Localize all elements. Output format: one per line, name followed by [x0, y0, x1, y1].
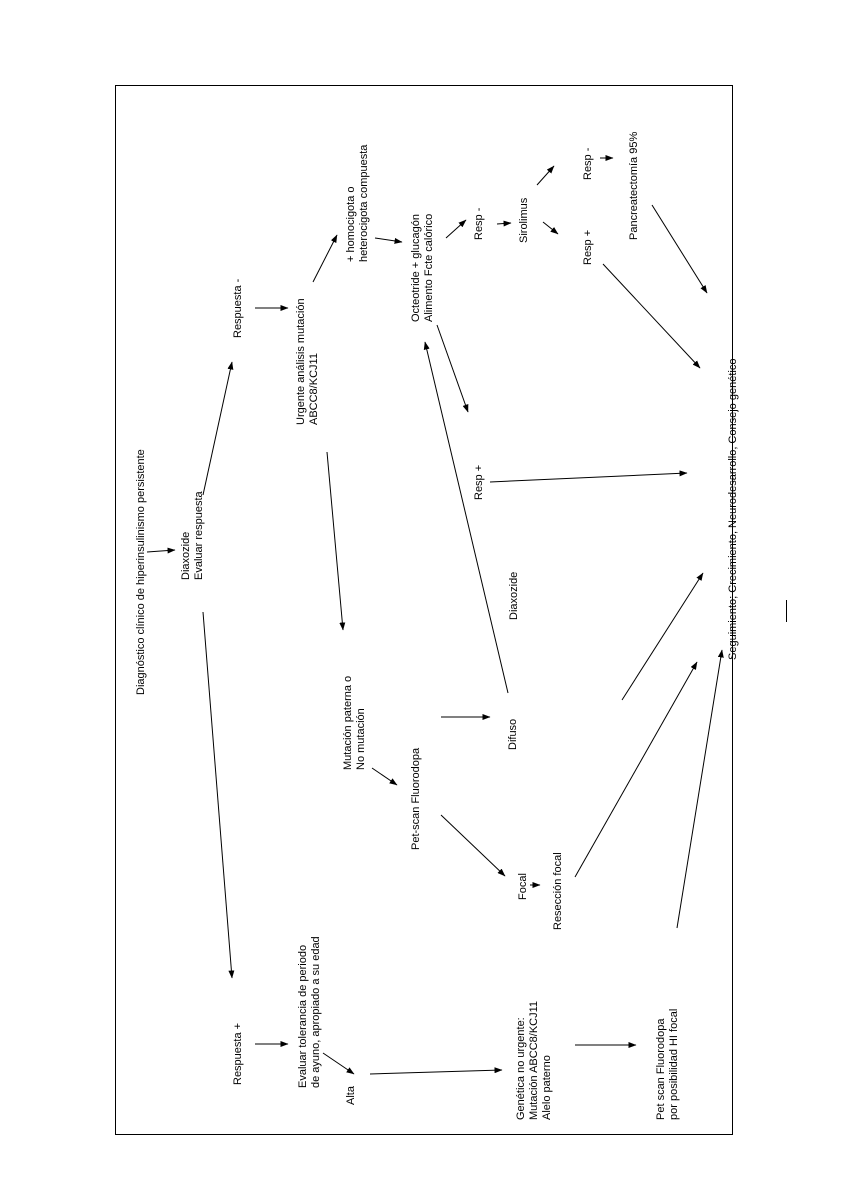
node-respuesta-neg: Respuesta -: [232, 279, 245, 338]
arrow-difuso-to-octeotride: [423, 341, 509, 694]
node-diagnostico: Diagnóstico clínico de hiperinsulinismo …: [135, 449, 148, 695]
arrow-evaluar-tolerancia-to-alta: [322, 1052, 355, 1075]
node-respuesta-neg-line: Respuesta -: [232, 278, 244, 338]
node-pet-scan-posibilidad-line: por posibilidad HI focal: [668, 1008, 680, 1120]
node-diagnostico-line: Diagnóstico clínico de hiperinsulinismo …: [135, 449, 147, 695]
arrow-pancreatectomia-to-seguimiento: [651, 204, 708, 294]
node-genetica-no-urgente: Genética no urgente:Mutación ABCC8/KCJ11…: [515, 1001, 554, 1120]
arrow-homocigota-to-octeotride: [374, 237, 403, 244]
node-evaluar-tolerancia-line: Evaluar tolerancia de periodo: [297, 944, 309, 1088]
node-genetica-no-urgente-line: Alelo paterno: [541, 1055, 553, 1120]
node-diaxozide-2: Diaxozide: [508, 572, 521, 620]
node-resp-pos-2-line: Resp +: [473, 464, 485, 500]
node-respuesta-pos: Respuesta +: [232, 1023, 245, 1085]
node-alta-line: Alta: [345, 1086, 357, 1105]
node-pet-scan-line: Pet-scan Fluorodopa: [410, 747, 422, 850]
node-pet-scan-posibilidad-line: Pet scan Fluorodopa: [655, 1018, 667, 1120]
node-diaxozide-2-line: Diaxozide: [508, 571, 520, 620]
node-sirolimus: Sirolimus: [518, 198, 531, 243]
node-resp-pos-1: Resp +: [582, 230, 595, 265]
node-resp-neg-1-line: Resp -: [473, 207, 485, 240]
node-genetica-no-urgente-line: Genética no urgente:: [515, 1017, 527, 1120]
node-diaxozide-eval-line: Diaxozide: [180, 531, 192, 580]
arrow-sirolimus-to-resp-pos-1: [542, 221, 559, 235]
node-diaxozide-eval-line: Evaluar respuesta: [193, 491, 205, 580]
node-resp-neg-2-line: Resp -: [582, 147, 594, 180]
node-seguimiento: Seguimiento; Crecimiento, Neurodesarroll…: [727, 359, 740, 660]
arrow-pet-scan-posibilidad-to-seguimiento: [676, 649, 724, 929]
node-reseccion-focal-line: Resección focal: [552, 852, 564, 930]
node-pancreatectomia-line: Pancreatectomía 95%: [628, 131, 640, 240]
page-number-mark: [786, 600, 787, 622]
arrow-urgente-analisis-to-homocigota: [312, 234, 338, 283]
node-difuso-line: Difuso: [507, 718, 519, 750]
node-evaluar-tolerancia-line: de ayuno, apropiado a su edad: [310, 936, 322, 1088]
arrow-pet-scan-to-focal: [440, 814, 506, 877]
edge-layer: [146, 155, 724, 1075]
arrow-difuso-to-seguimiento: [621, 572, 704, 701]
arrow-diagnostico-to-diaxozide-eval: [146, 547, 176, 554]
arrow-urgente-analisis-to-mutacion-paterna: [326, 451, 346, 631]
arrow-resp-pos-2-to-seguimiento: [489, 470, 688, 483]
node-urgente-analisis-line: Urgente análisis mutación: [295, 298, 307, 425]
arrow-resp-neg-1-to-sirolimus: [496, 220, 512, 227]
node-resp-pos-1-line: Resp +: [582, 229, 594, 265]
arrow-sirolimus-to-resp-neg-2: [536, 165, 555, 186]
node-mutacion-paterna-line: No mutación: [355, 708, 367, 770]
node-difuso: Difuso: [507, 719, 520, 750]
node-respuesta-pos-line: Respuesta +: [232, 1022, 244, 1085]
node-reseccion-focal: Resección focal: [552, 852, 565, 930]
node-mutacion-paterna-line: Mutación paterna o: [342, 675, 354, 770]
arrow-mutacion-paterna-to-pet-scan: [371, 767, 398, 786]
arrow-diaxozide-eval-to-respuesta-pos: [202, 611, 235, 979]
arrow-octeotride-to-resp-neg-1: [445, 219, 467, 239]
arrow-alta-to-genetica-no-urgente: [369, 1067, 503, 1075]
node-octeotride-line: Alimento Fcte calórico: [423, 213, 435, 322]
node-pet-scan: Pet-scan Fluorodopa: [410, 748, 423, 850]
node-genetica-no-urgente-line: Mutación ABCC8/KCJ11: [528, 1000, 540, 1120]
arrow-resp-pos-1-to-seguimiento: [602, 263, 701, 369]
node-urgente-analisis-line: ABCC8/KCJ11: [308, 353, 320, 425]
arrow-octeotride-to-resp-pos-2: [436, 324, 469, 413]
node-sirolimus-line: Sirolimus: [518, 197, 530, 243]
arrow-diaxozide-eval-to-respuesta-neg: [202, 361, 234, 496]
node-resp-neg-1: Resp -: [473, 208, 486, 240]
node-focal: Focal: [517, 873, 530, 900]
node-homocigota-line: + homocigota o: [345, 186, 357, 262]
node-homocigota-line: heterocigota compuesta: [358, 144, 370, 262]
node-octeotride-line: Octeotride + glucagón: [410, 214, 422, 322]
node-alta: Alta: [345, 1086, 358, 1105]
arrow-reseccion-focal-to-seguimiento: [574, 661, 698, 878]
node-seguimiento-line: Seguimiento; Crecimiento, Neurodesarroll…: [727, 358, 739, 660]
node-resp-pos-2: Resp +: [473, 465, 486, 500]
node-focal-line: Focal: [517, 873, 529, 900]
node-resp-neg-2: Resp -: [582, 148, 595, 180]
diagram-frame: [115, 85, 733, 1135]
node-pancreatectomia: Pancreatectomía 95%: [628, 132, 641, 240]
